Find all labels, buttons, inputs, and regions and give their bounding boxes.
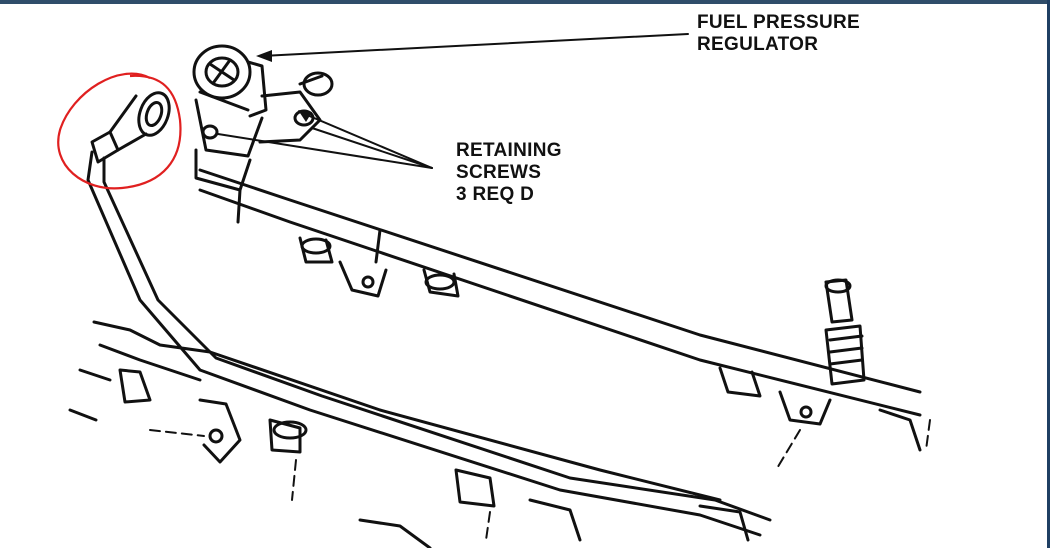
label-line: REGULATOR bbox=[697, 34, 819, 55]
lower-manifold bbox=[68, 320, 922, 548]
label-line: RETAINING bbox=[456, 140, 562, 161]
top-border bbox=[0, 0, 1050, 4]
label-line: SCREWS bbox=[456, 162, 542, 183]
fuel-return-line bbox=[86, 91, 772, 537]
label-fuel-pressure-regulator: FUEL PRESSURE REGULATOR bbox=[697, 12, 860, 56]
arrowheads bbox=[256, 50, 312, 122]
label-retaining-screws: RETAINING SCREWS 3 REQ D bbox=[456, 140, 562, 206]
highlight-circle bbox=[57, 72, 182, 190]
label-line: FUEL PRESSURE bbox=[697, 12, 860, 33]
injector-brackets bbox=[298, 236, 832, 426]
label-line: 3 REQ D bbox=[456, 184, 535, 205]
centerlines bbox=[149, 419, 931, 541]
leader-lines bbox=[217, 33, 689, 169]
upper-fuel-rail bbox=[198, 168, 922, 417]
pressure-regulator-body bbox=[192, 44, 334, 192]
right-border bbox=[1047, 0, 1050, 548]
rail-sensor-fitting bbox=[824, 278, 866, 386]
